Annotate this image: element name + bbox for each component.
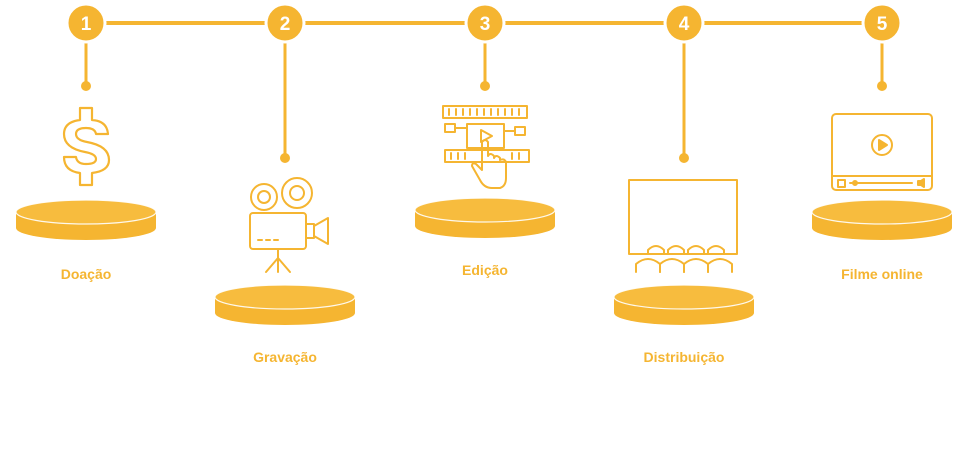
step-number-2: 2	[264, 2, 306, 44]
step-label-edicao: Edição	[462, 262, 508, 278]
pedestal-1	[15, 199, 157, 240]
step-number-text: 2	[280, 14, 291, 35]
step-label-gravacao: Gravação	[253, 349, 317, 365]
step-label-distribuicao: Distribuição	[643, 349, 725, 365]
video-editing-icon	[442, 105, 530, 189]
pedestal-2	[214, 284, 356, 325]
step-number-5: 5	[861, 2, 903, 44]
step-number-text: 5	[877, 14, 888, 35]
film-camera-icon	[249, 177, 329, 273]
pedestal-5	[811, 199, 953, 240]
step-label-doacao: Doação	[60, 266, 112, 282]
connector-dots	[81, 81, 887, 163]
dollar-sign-icon	[62, 106, 111, 187]
step-number-1: 1	[65, 2, 107, 44]
online-video-player-icon	[831, 113, 933, 191]
step-number-text: 4	[679, 14, 690, 35]
step-number-text: 3	[480, 14, 491, 35]
pedestal-3	[414, 197, 556, 238]
step-number-text: 1	[81, 14, 92, 35]
step-number-4: 4	[663, 2, 705, 44]
step-number-3: 3	[464, 2, 506, 44]
step-label-filme-online: Filme online	[841, 266, 923, 282]
pedestal-4	[613, 284, 755, 325]
cinema-theater-icon	[628, 179, 738, 273]
